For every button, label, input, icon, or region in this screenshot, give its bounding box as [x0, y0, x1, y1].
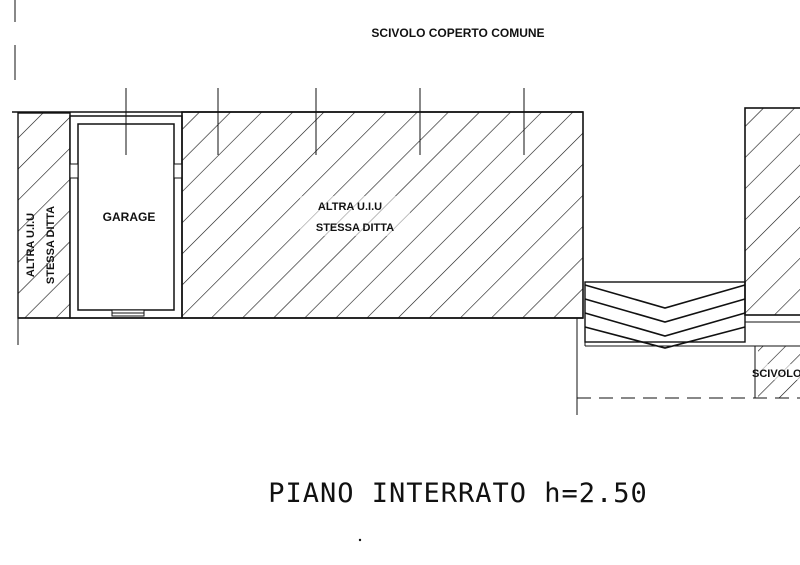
right-ramp-label: SCIVOLO — [752, 368, 800, 380]
chevron — [584, 298, 746, 323]
left-label-line2: STESSA DITTA — [45, 206, 57, 284]
chevron — [584, 284, 746, 309]
chevron — [584, 326, 746, 349]
right-hatched-unit — [744, 107, 800, 316]
left-unit-label: ALTRA U.I.U STESSA DITTA — [25, 206, 57, 284]
dot-mark — [358, 538, 362, 542]
chevron — [584, 312, 746, 337]
top-label: SCIVOLO COPERTO COMUNE — [371, 26, 544, 40]
left-label-line1: ALTRA U.I.U — [25, 213, 37, 277]
center-label-line1: ALTRA U.I.U — [318, 201, 382, 213]
garage-label: GARAGE — [103, 210, 156, 224]
floor-title: PIANO INTERRATO h=2.50 — [268, 478, 648, 509]
ramp-chevrons — [584, 284, 746, 349]
garage-post — [173, 163, 183, 179]
right-ramp-label-backing — [750, 364, 800, 380]
garage-post — [69, 163, 79, 179]
center-label-backing — [300, 196, 410, 236]
center-label-line2: STESSA DITTA — [316, 222, 394, 234]
